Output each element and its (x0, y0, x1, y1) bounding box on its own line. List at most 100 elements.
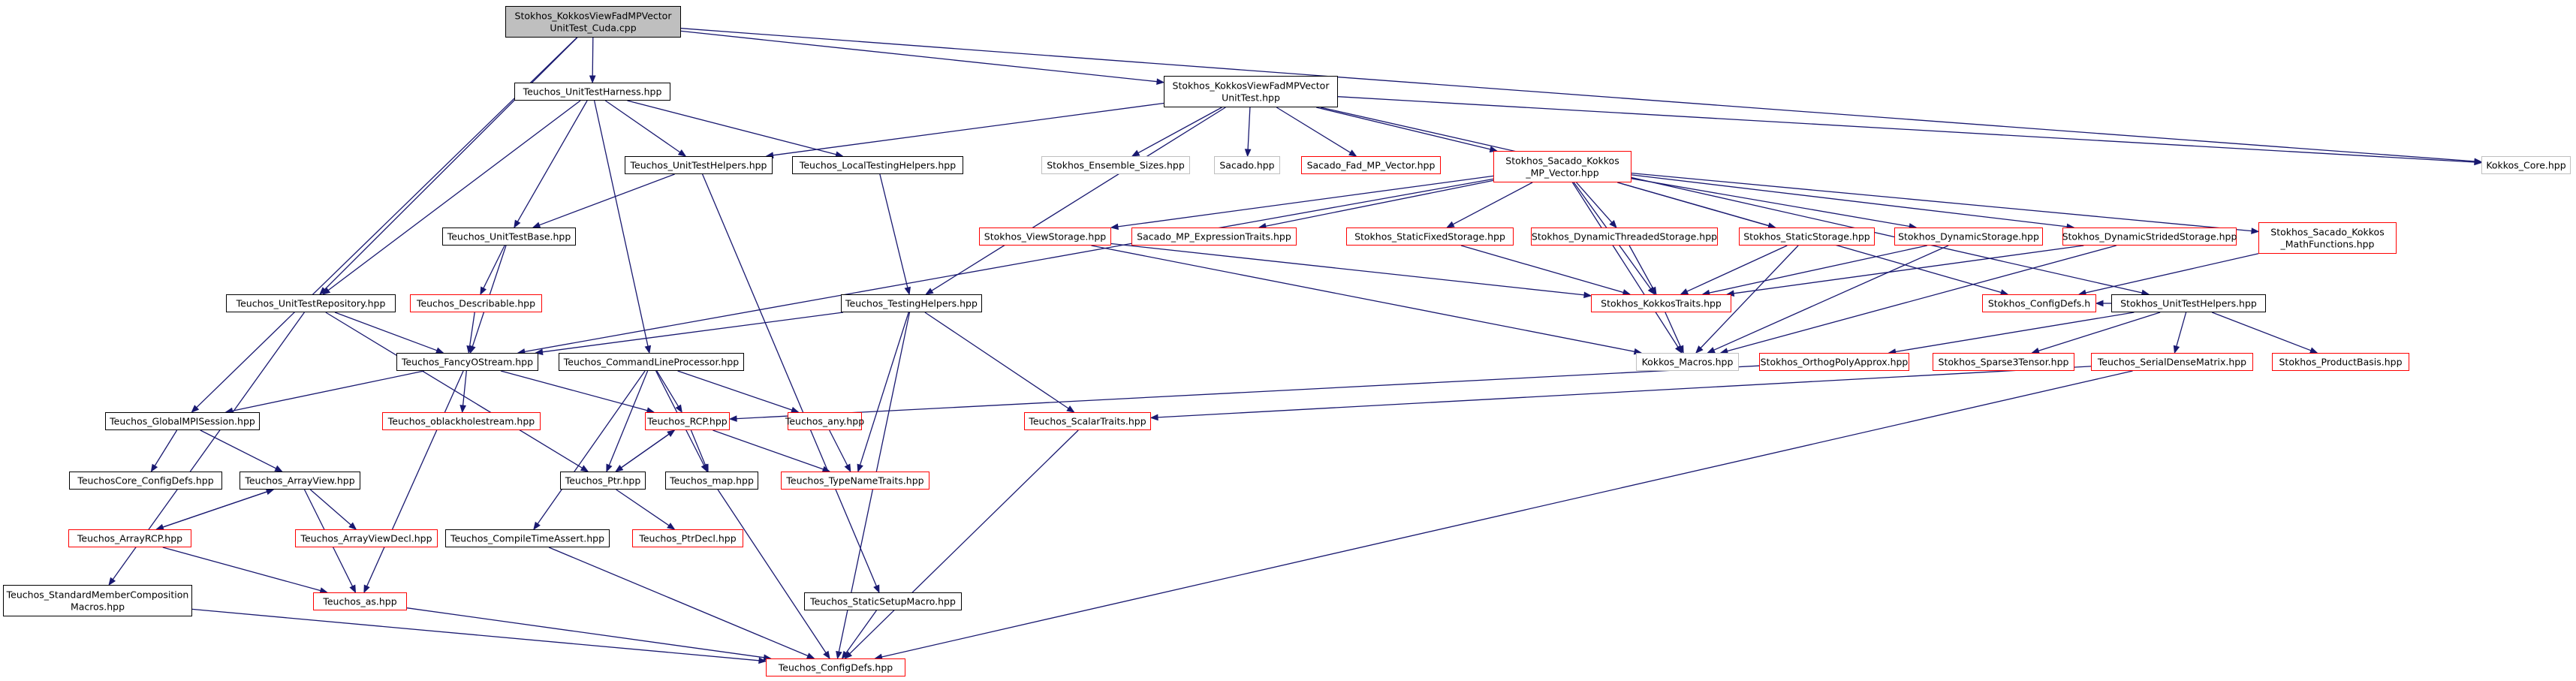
node-label: Teuchos_UnitTestBase.hpp (447, 231, 571, 243)
node-scalartraits[interactable]: Teuchos_ScalarTraits.hpp (1024, 412, 1151, 430)
node-kvfmp-hpp[interactable]: Stokhos_KokkosViewFadMPVectorUnitTest.hp… (1164, 76, 1338, 107)
node-unittesthelpers[interactable]: Teuchos_UnitTestHelpers.hpp (625, 156, 773, 174)
node-productbasis[interactable]: Stokhos_ProductBasis.hpp (2272, 353, 2409, 371)
edge-dynthreaded-to-kokkostraits (1628, 245, 1657, 296)
node-kokkos-core[interactable]: Kokkos_Core.hpp (2481, 156, 2571, 174)
node-orthogpoly[interactable]: Stokhos_OrthogPolyApprox.hpp (1759, 353, 1909, 371)
edge-stokhos_unittesthelpers-to-sparse3tensor (2031, 312, 2161, 354)
edge-unittesthelpers-to-staticsetupmacro (702, 173, 880, 594)
node-dynthreaded[interactable]: Stokhos_DynamicThreadedStorage.hpp (1531, 228, 1718, 246)
node-typenametraits[interactable]: Teuchos_TypeNameTraits.hpp (781, 472, 929, 490)
node-label: Stokhos_Ensemble_Sizes.hpp (1047, 160, 1185, 171)
node-stdmembercomp[interactable]: Teuchos_StandardMemberCompositionMacros.… (3, 585, 192, 616)
edge-kvfmp_hpp-to-ensemble_sizes (1131, 107, 1222, 157)
node-cmdlineprocessor[interactable]: Teuchos_CommandLineProcessor.hpp (559, 353, 744, 371)
node-fancyostream[interactable]: Teuchos_FancyOStream.hpp (396, 353, 538, 371)
edge-arrayrcp-to-arrayview (156, 488, 275, 530)
node-testinghelpers[interactable]: Teuchos_TestingHelpers.hpp (841, 294, 982, 312)
edge-localtestinghelpers-to-testinghelpers (879, 173, 911, 296)
edge-staticstorage-to-kokkos_macros (1695, 245, 1799, 354)
edge-sacado_kokkos_mp-to-dynthreaded (1576, 182, 1617, 228)
edge-fancyostream-to-rcp (500, 370, 655, 414)
edge-kvfmp_hpp-to-unittesthelpers (765, 102, 1164, 159)
node-describable[interactable]: Teuchos_Describable.hpp (410, 294, 542, 312)
node-label: Sacado_Fad_MP_Vector.hpp (1307, 160, 1436, 171)
node-sacado-kokkos-mp[interactable]: Stokhos_Sacado_Kokkos_MP_Vector.hpp (1493, 151, 1631, 182)
node-localtestinghelpers[interactable]: Teuchos_LocalTestingHelpers.hpp (792, 156, 963, 174)
node-unittestharness[interactable]: Teuchos_UnitTestHarness.hpp (514, 83, 670, 101)
edge-stokhos_unittesthelpers-to-productbasis (2211, 312, 2318, 354)
node-label: Stokhos_DynamicStorage.hpp (1898, 231, 2039, 243)
node-label: Stokhos_KokkosViewFadMPVector (1173, 80, 1330, 92)
node-label: Teuchos_StaticSetupMacro.hpp (809, 596, 956, 607)
node-label: Teuchos_ScalarTraits.hpp (1028, 416, 1146, 427)
node-label: UnitTest_Cuda.cpp (550, 23, 636, 34)
edge-cmdlineprocessor-to-ptr (606, 370, 649, 473)
node-mp-exprtraits[interactable]: Sacado_MP_ExpressionTraits.hpp (1131, 228, 1297, 246)
edge-sacado_kokkos_mp-to-staticfixed (1446, 182, 1533, 228)
node-label: _MP_Vector.hpp (1525, 167, 1598, 179)
node-label: Stokhos_DynamicThreadedStorage.hpp (1532, 231, 1717, 243)
node-kokkos-macros[interactable]: Kokkos_Macros.hpp (1636, 353, 1739, 371)
node-staticstorage[interactable]: Stokhos_StaticStorage.hpp (1739, 228, 1875, 246)
node-staticsetupmacro[interactable]: Teuchos_StaticSetupMacro.hpp (804, 592, 962, 610)
edge-kvfmp_hpp-to-stokhos_unittesthelpers (1320, 107, 2150, 297)
node-as[interactable]: Teuchos_as.hpp (313, 592, 407, 610)
node-label: Teuchos_as.hpp (322, 596, 396, 607)
node-ptr[interactable]: Teuchos_Ptr.hpp (560, 472, 646, 490)
node-stokhos-unittesthelpers[interactable]: Stokhos_UnitTestHelpers.hpp (2111, 294, 2266, 312)
node-oblackhole[interactable]: Teuchos_oblackholestream.hpp (382, 412, 541, 430)
node-unittestrepository[interactable]: Teuchos_UnitTestRepository.hpp (226, 294, 396, 312)
edge-stokhos_unittesthelpers-to-orthogpoly (1888, 312, 2135, 355)
edge-unittestrepository-to-ptr (325, 312, 589, 472)
edge-ptr-to-ptrdecl (616, 489, 676, 530)
edge-unittestharness-to-unittestrepository (321, 100, 581, 295)
edge-cmdlineprocessor-to-any (677, 370, 800, 414)
node-root[interactable]: Stokhos_KokkosViewFadMPVectorUnitTest_Cu… (505, 6, 681, 38)
edge-arrayrcp-to-as (162, 547, 328, 594)
node-teuchos-configdefs[interactable]: Teuchos_ConfigDefs.hpp (766, 658, 905, 676)
node-map[interactable]: Teuchos_map.hpp (665, 472, 758, 490)
node-sparse3tensor[interactable]: Stokhos_Sparse3Tensor.hpp (1933, 353, 2074, 371)
edge-serialdense-to-scalartraits (1149, 366, 2092, 421)
node-viewstorage[interactable]: Stokhos_ViewStorage.hpp (979, 228, 1111, 246)
edge-orthogpoly-to-rcp (728, 365, 1760, 422)
node-sacado-hpp[interactable]: Sacado.hpp (1214, 156, 1280, 174)
node-teuchoscore-configdefs[interactable]: TeuchosCore_ConfigDefs.hpp (69, 472, 222, 490)
edge-dynstrided-to-kokkostraits (1725, 245, 2084, 297)
node-label: Sacado_MP_ExpressionTraits.hpp (1137, 231, 1291, 243)
edge-testinghelpers-to-fancyostream (535, 312, 844, 356)
node-ensemble-sizes[interactable]: Stokhos_Ensemble_Sizes.hpp (1041, 156, 1190, 174)
node-dynstrided[interactable]: Stokhos_DynamicStridedStorage.hpp (2062, 228, 2237, 246)
edge-cmdlineprocessor-to-compiletimeassert (533, 370, 646, 531)
node-unittestbase[interactable]: Teuchos_UnitTestBase.hpp (442, 228, 576, 246)
edges-layer (108, 28, 2483, 664)
edge-root-to-unittestrepository (319, 37, 578, 295)
node-rcp[interactable]: Teuchos_RCP.hpp (645, 412, 730, 430)
node-kokkostraits[interactable]: Stokhos_KokkosTraits.hpp (1591, 294, 1731, 312)
node-staticfixed[interactable]: Stokhos_StaticFixedStorage.hpp (1346, 228, 1514, 246)
node-label: Teuchos_SerialDenseMatrix.hpp (2097, 357, 2246, 368)
edge-unittestharness-to-cmdlineprocessor (593, 100, 652, 354)
node-label: Teuchos_LocalTestingHelpers.hpp (799, 160, 956, 171)
node-sacado-fad-mp[interactable]: Sacado_Fad_MP_Vector.hpp (1301, 156, 1441, 174)
node-arrayrcp[interactable]: Teuchos_ArrayRCP.hpp (68, 529, 191, 547)
node-mathfunctions[interactable]: Stokhos_Sacado_Kokkos_MathFunctions.hpp (2258, 222, 2397, 254)
edge-describable-to-fancyostream (466, 312, 475, 354)
node-label: Teuchos_PtrDecl.hpp (638, 533, 736, 544)
node-dynstorage[interactable]: Stokhos_DynamicStorage.hpp (1894, 228, 2043, 246)
edge-staticfixed-to-kokkostraits (1460, 245, 1631, 296)
node-arrayview[interactable]: Teuchos_ArrayView.hpp (240, 472, 360, 490)
edge-staticsetupmacro-to-teuchos_configdefs (841, 610, 877, 660)
node-configdefs-h[interactable]: Stokhos_ConfigDefs.h (1982, 294, 2096, 312)
node-any[interactable]: Teuchos_any.hpp (785, 412, 864, 430)
node-compiletimeassert[interactable]: Teuchos_CompileTimeAssert.hpp (445, 529, 610, 547)
node-label: Teuchos_RCP.hpp (646, 416, 728, 427)
node-serialdense[interactable]: Teuchos_SerialDenseMatrix.hpp (2091, 353, 2253, 371)
edge-sacado_kokkos_mp-to-dynstrided (1631, 174, 2075, 231)
node-label: Stokhos_DynamicStridedStorage.hpp (2062, 231, 2237, 243)
node-ptrdecl[interactable]: Teuchos_PtrDecl.hpp (632, 529, 743, 547)
node-globalmpisession[interactable]: Teuchos_GlobalMPISession.hpp (105, 412, 260, 430)
node-arrayviewdecl[interactable]: Teuchos_ArrayViewDecl.hpp (295, 529, 438, 547)
node-label: Stokhos_ProductBasis.hpp (2279, 357, 2402, 368)
